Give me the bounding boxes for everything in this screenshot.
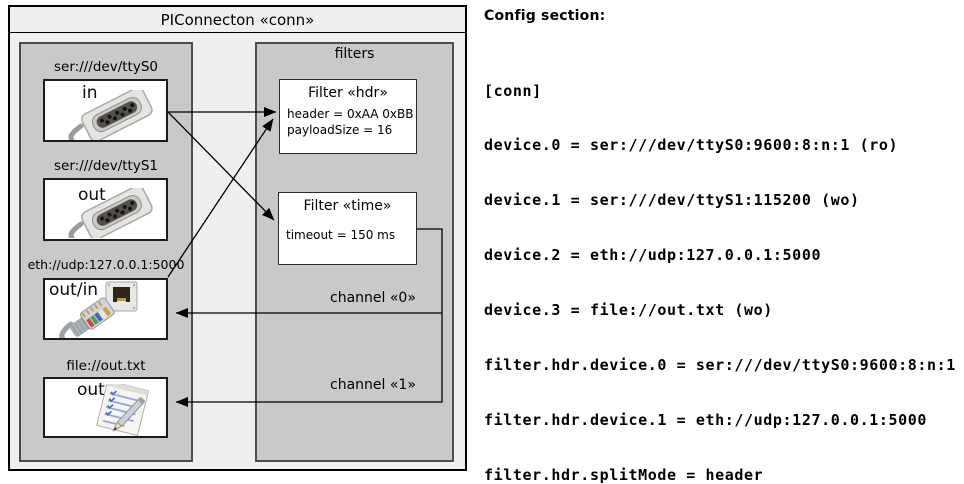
config-line: device.2 = eth://udp:127.0.0.1:5000 (484, 246, 822, 265)
config-section: Config section: [conn] device.0 = ser://… (484, 8, 964, 484)
filter-box-hdr: Filter «hdr» header = 0xAA 0xBB payloadS… (279, 79, 417, 154)
ethernet-connector-icon (59, 297, 115, 338)
config-line: device.3 = file://out.txt (wo) (484, 301, 773, 320)
channel-1-label: channel «1» (330, 377, 416, 393)
filter-property: header = 0xAA 0xBB (287, 107, 414, 121)
device-direction-label: out/in (49, 280, 99, 300)
device-box-file: out (43, 377, 168, 438)
device-box-eth: out/in (43, 278, 168, 340)
config-lines: [conn] device.0 = ser:///dev/ttyS0:9600:… (484, 45, 964, 484)
filter-property: timeout = 150 ms (286, 228, 396, 242)
config-heading: Config section: (484, 8, 606, 24)
filter-title: Filter «hdr» (308, 85, 388, 101)
serial-connector-icon (68, 90, 153, 140)
device-uri-label: ser:///dev/ttyS1 (54, 158, 158, 174)
device-direction-label: out (78, 185, 106, 205)
config-line: filter.hdr.device.1 = eth://udp:127.0.0.… (484, 410, 928, 429)
config-line: [conn] (484, 81, 542, 100)
config-line: filter.hdr.device.0 = ser:///dev/ttyS0:9… (484, 356, 956, 375)
device-uri-label: eth://udp:127.0.0.1:5000 (27, 257, 185, 272)
device-direction-label: in (82, 83, 98, 103)
serial-connector-icon (68, 188, 153, 238)
device-box-ttyS1: out (43, 178, 168, 241)
ethernet-jack-icon (105, 281, 138, 312)
filter-box-time: Filter «time» timeout = 150 ms (278, 192, 417, 265)
config-line: device.0 = ser:///dev/ttyS0:9600:8:n:1 (… (484, 136, 899, 155)
config-line: filter.hdr.splitMode = header (484, 465, 764, 484)
device-uri-label: file://out.txt (66, 358, 146, 374)
filter-title: Filter «time» (303, 198, 392, 214)
filter-property: payloadSize = 16 (287, 123, 393, 137)
device-uri-label: ser:///dev/ttyS0 (54, 59, 158, 75)
device-direction-label: out (77, 380, 105, 400)
config-line: device.1 = ser:///dev/ttyS1:115200 (wo) (484, 191, 860, 210)
device-box-ttyS0: in (43, 79, 168, 142)
diagram-title: PIConnecton «conn» (10, 7, 465, 33)
notepad-pencil-icon (96, 384, 150, 436)
channel-0-label: channel «0» (330, 290, 416, 306)
filters-panel-label: filters (334, 46, 375, 62)
